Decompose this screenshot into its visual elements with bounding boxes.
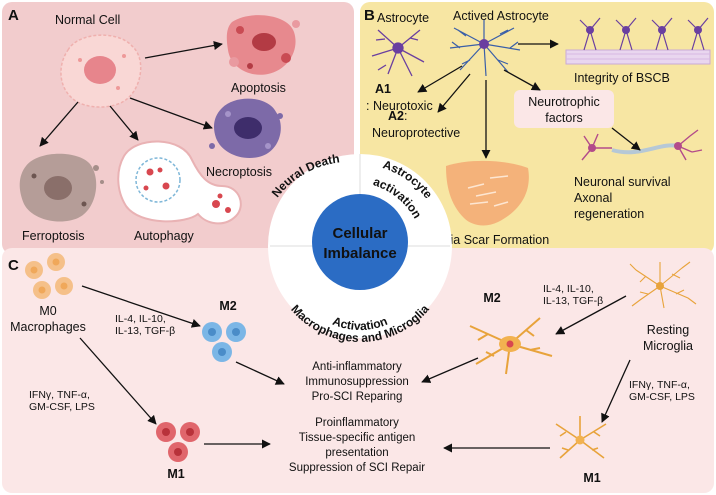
cytokine-pro-right-2: GM-CSF, LPS <box>629 391 695 403</box>
arrow-to-neuron <box>611 127 641 151</box>
cytokine-anti-left-2: IL-13, TGF-β <box>115 325 175 337</box>
arrow-to-necroptosis <box>129 97 213 130</box>
regeneration-label: regeneration <box>574 207 644 221</box>
astrocyte-label: Astrocyte <box>377 11 429 25</box>
normal-cell-label: Normal Cell <box>55 13 120 27</box>
m2-microglia-icon <box>469 317 553 375</box>
presentation-label: presentation <box>325 447 388 459</box>
arrow-resting-to-m2 <box>555 295 627 335</box>
arrow-m0-to-m2 <box>81 285 201 328</box>
a2-colon: : <box>404 109 407 123</box>
m0-line2: Macrophages <box>10 320 86 334</box>
cytokine-anti-right-1: IL-4, IL-10, <box>543 283 594 295</box>
center-title-line1: Cellular <box>332 225 387 242</box>
m0-line1: M0 <box>39 304 56 318</box>
apoptosis-icon <box>226 15 300 75</box>
cytokine-pro-left-2: GM-CSF, LPS <box>29 401 95 413</box>
a2-text: A2: <box>388 109 407 123</box>
arrow-m0-to-m1 <box>79 337 157 425</box>
arrow-resting-to-m1 <box>601 359 631 423</box>
autophagy-icon <box>117 140 242 225</box>
resting-line2: Microglia <box>643 339 693 353</box>
autophagy-label: Autophagy <box>134 229 195 243</box>
panel-b-letter: B <box>364 7 375 24</box>
arrow-to-a1 <box>417 65 463 93</box>
ring-macrophages-activation-path: Activation <box>331 314 390 333</box>
panel-c-background <box>2 248 714 493</box>
glia-scar-label: Glia Scar Formation <box>438 233 549 247</box>
cytokine-anti-left-1: IL-4, IL-10, <box>115 313 166 325</box>
arrow-to-neurotrophic <box>503 69 541 91</box>
necroptosis-icon <box>209 98 283 158</box>
neuron-icon <box>581 129 703 161</box>
proinflammatory-label: Proinflammatory <box>315 417 399 429</box>
neuronal-survival-label: Neuronal survival <box>574 175 671 189</box>
actived-astrocyte-label: Actived Astrocyte <box>453 9 549 23</box>
m1-microglia-icon <box>555 416 607 459</box>
neuroprotective-label: Neuroprotective <box>372 126 460 140</box>
resting-microglia-icon <box>629 261 697 309</box>
a2-label: A2 <box>388 109 404 123</box>
arrow-m2-to-anti-right <box>421 357 479 383</box>
neurotrophic-line1: Neurotrophic <box>528 95 600 109</box>
ferroptosis-label: Ferroptosis <box>22 229 85 243</box>
m1-macrophages-icon <box>156 422 200 462</box>
m1-left-label: M1 <box>167 467 184 481</box>
immunosuppression-label: Immunosuppression <box>305 376 409 388</box>
a1-label: A1 <box>375 82 391 96</box>
tissue-specific-label: Tissue-specific antigen <box>299 432 416 444</box>
m2-macrophages-icon <box>202 322 246 362</box>
axonal-label: Axonal <box>574 191 612 205</box>
anti-inflammatory-label: Anti-inflammatory <box>312 361 402 373</box>
a1-neurotoxic-label: : Neurotoxic <box>366 99 433 113</box>
cellular-imbalance-circle <box>312 194 408 290</box>
panel-a-letter: A <box>8 7 19 24</box>
arrow-to-autophagy <box>109 105 139 141</box>
actived-astrocyte-icon <box>449 20 521 77</box>
arrow-m2-to-anti <box>235 361 285 385</box>
m1-right-label: M1 <box>583 471 600 485</box>
neurotrophic-box <box>514 90 614 128</box>
cytokine-pro-left-1: IFNγ, TNF-α, <box>29 389 90 401</box>
m0-macrophages-icon <box>25 253 73 299</box>
m2-right-label: M2 <box>483 291 500 305</box>
glia-scar-icon <box>446 160 529 226</box>
suppression-label: Suppression of SCI Repair <box>289 462 425 474</box>
arrow-to-ferroptosis <box>39 101 79 147</box>
necroptosis-label: Necroptosis <box>206 165 272 179</box>
center-title-line2: Imbalance <box>323 245 396 262</box>
apoptosis-label: Apoptosis <box>231 81 286 95</box>
integrity-bscb-label: Integrity of BSCB <box>574 71 670 85</box>
resting-line1: Resting <box>647 323 689 337</box>
ferroptosis-icon <box>19 153 104 222</box>
cytokine-anti-right-2: IL-13, TGF-β <box>543 295 603 307</box>
pro-sci-reparing-label: Pro-SCI Reparing <box>312 391 403 403</box>
ring-macrophages-activation: Activation <box>331 314 390 333</box>
arrow-to-a2 <box>437 73 471 113</box>
bscb-icon <box>565 17 711 65</box>
m2-left-label: M2 <box>219 299 236 313</box>
a1-text: A1 <box>375 82 391 96</box>
astrocyte-icon <box>371 29 425 77</box>
normal-cell-icon <box>60 34 142 108</box>
cytokine-pro-right-1: IFNγ, TNF-α, <box>629 379 690 391</box>
neurotrophic-line2: factors <box>545 111 583 125</box>
arrow-to-apoptosis <box>144 40 223 59</box>
panel-c-letter: C <box>8 257 19 274</box>
